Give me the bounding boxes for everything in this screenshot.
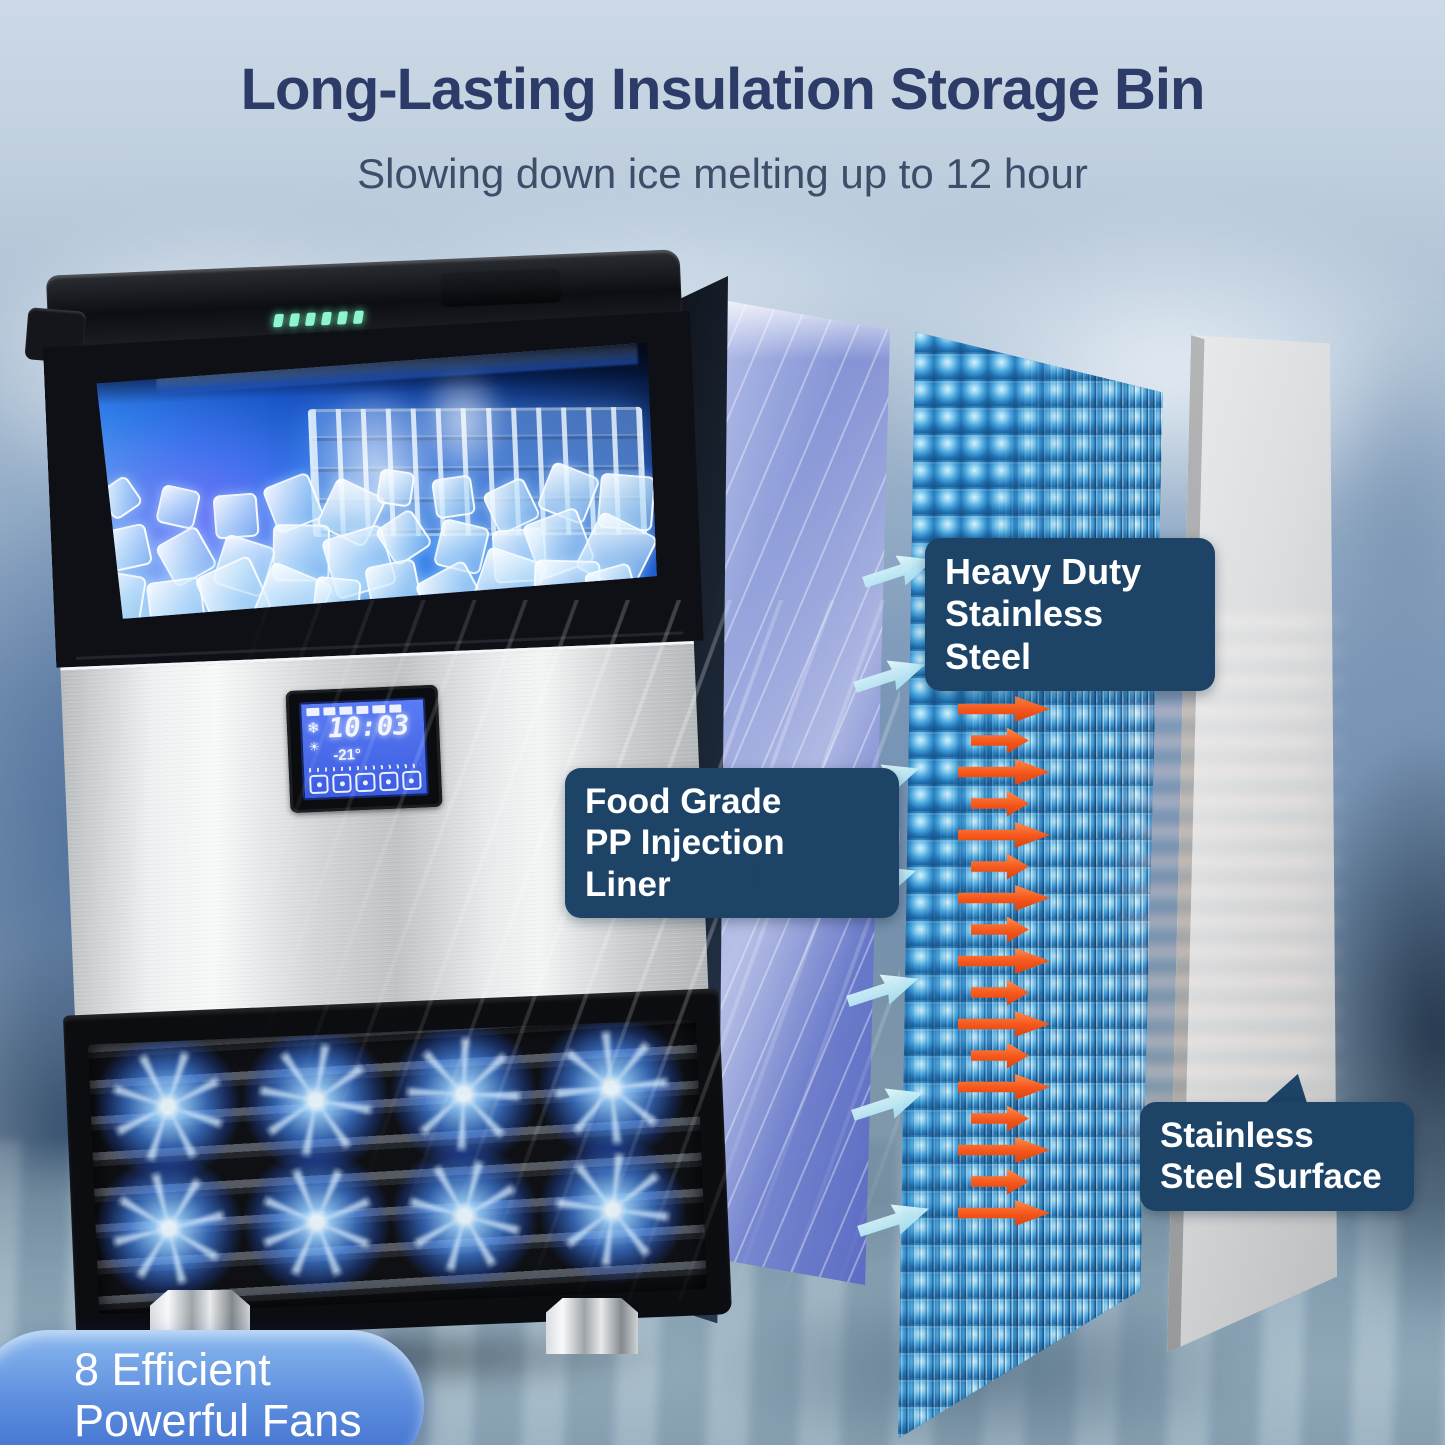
led-dot [352,310,365,324]
callout-line: Stainless [1160,1116,1314,1155]
lcd-screen: ❄ ☀ 10:03 -21° [299,697,430,801]
heat-arrow-icon [971,979,1029,1006]
callout-line: Heavy Duty [945,551,1142,592]
callout-line: PP Injection Liner [585,823,785,904]
heat-arrow-icon [958,1137,1050,1163]
ice-cube [376,468,416,508]
heat-arrow-icon [958,759,1050,785]
heat-arrow-icon [958,1074,1050,1100]
heat-arrow-icon [971,853,1029,880]
fan-grill [88,1019,707,1315]
badge-line: 8 Efficient [74,1344,271,1395]
fan-icon [90,1150,247,1307]
heat-arrow-icon [958,948,1050,974]
lcd-tab [306,707,320,717]
callout-line: Steel Surface [1160,1157,1382,1197]
lcd-touch-buttons [309,770,422,795]
heat-arrow-icon [971,1042,1029,1069]
heat-arrow-icon [971,1105,1029,1132]
lcd-button [355,772,376,793]
heat-arrow-icon [971,1168,1029,1195]
fan-icon [238,1144,395,1301]
page-title: Long-Lasting Insulation Storage Bin [240,57,1206,122]
heat-arrow-icon [958,1011,1050,1037]
lcd-button [401,770,422,791]
heat-arrow-icon [971,916,1029,943]
insulation-layer [898,331,1163,1439]
led-dot [336,311,349,325]
ice-cube [213,492,260,539]
ice-cube [364,558,424,618]
snowflake-icon: ❄ [306,719,321,738]
heat-arrow-icon [958,885,1050,911]
fan-icon [386,1137,543,1295]
ice-cube [431,474,476,519]
callout-line: Stainless Steel [945,593,1104,677]
fan-count-badge: 8 Efficient Powerful Fans [0,1330,424,1445]
defrost-sun-icon: ☀ [308,739,320,755]
page-subtitle: Slowing down ice melting up to 12 hour [357,150,1088,197]
callout-heavy-duty: Heavy Duty Stainless Steel [925,538,1215,692]
badge-line: Powerful Fans [74,1395,362,1445]
ice-cube [533,559,601,619]
led-dot [288,313,301,327]
control-display: ❄ ☀ 10:03 -21° [285,684,443,814]
heat-arrow-icon [958,696,1050,722]
callout-stainless-surface: Stainless Steel Surface [1140,1102,1414,1211]
callout-line: Food Grade [585,782,782,821]
led-dot [320,311,333,326]
leveling-foot [546,1298,638,1354]
ice-cube [103,523,153,573]
lcd-time: 10:03 [327,709,410,745]
ice-cube [155,484,202,531]
fan-compartment [62,988,732,1342]
led-dot [304,312,317,326]
heat-arrow-icon [971,727,1029,754]
ice-cube [312,576,362,620]
fan-icon [534,1131,691,1288]
lcd-temperature: -21° [332,746,362,765]
ice-cube [97,474,144,521]
lcd-button [378,771,399,792]
heat-arrow-icon [958,822,1050,848]
lcd-button [332,773,353,794]
storage-bin-window [96,343,658,620]
lcd-button [309,774,330,795]
ice-storage-bin [43,311,704,668]
heat-arrow-icon [958,1200,1050,1226]
led-dot [272,313,285,328]
callout-food-grade: Food Grade PP Injection Liner [565,768,899,918]
ice-cube [96,569,148,619]
heat-arrow-icon [971,790,1029,817]
